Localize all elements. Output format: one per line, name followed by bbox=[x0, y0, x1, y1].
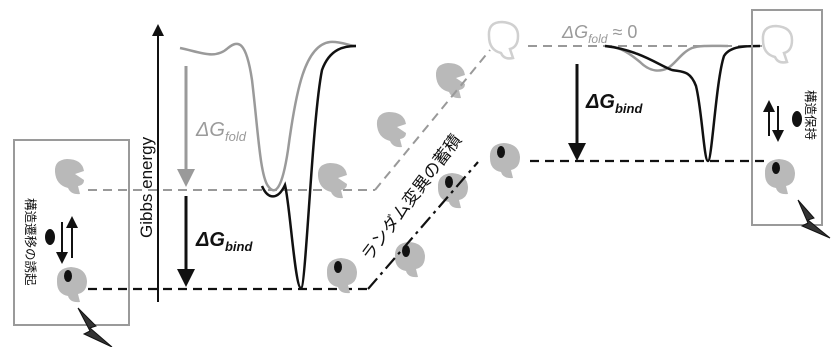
gibbs-energy-label: Gibbs energy bbox=[137, 136, 156, 238]
ligand-right bbox=[792, 111, 802, 127]
left-state-box bbox=[13, 139, 130, 326]
landscape-curve-gray-left bbox=[179, 40, 357, 192]
left-box-text: 構造遷移の誘起 bbox=[23, 198, 38, 286]
protein-unfolded-box-right bbox=[761, 24, 794, 64]
delta-g-fold-label-right: ΔGfold ≈ 0 bbox=[561, 22, 637, 46]
protein-unbound-level-2 bbox=[376, 112, 406, 148]
protein-unbound-level-3 bbox=[435, 63, 465, 99]
protein-unfolded-right bbox=[487, 20, 520, 60]
protein-bound-left bbox=[56, 267, 87, 303]
protein-bound-box-right bbox=[764, 159, 795, 195]
delta-g-bind-label-left: ΔGbind bbox=[195, 229, 253, 254]
unbound-slope bbox=[374, 49, 491, 191]
protein-bound-level-1 bbox=[326, 258, 357, 294]
delta-g-fold-label-left: ΔGfold bbox=[195, 119, 247, 144]
landscape-curve-black-right bbox=[604, 44, 761, 163]
protein-bound-level-4 bbox=[489, 143, 520, 179]
bound-slope bbox=[367, 161, 479, 290]
protein-unbound-level-1 bbox=[317, 163, 347, 199]
right-state-box bbox=[751, 9, 823, 226]
delta-g-bind-label-right: ΔGbind bbox=[585, 91, 643, 116]
right-box-text: 構造保持 bbox=[803, 90, 818, 140]
protein-bound-level-2 bbox=[394, 242, 425, 278]
lightning-icon-left bbox=[77, 307, 113, 347]
ligand-left bbox=[45, 229, 55, 245]
lightning-icon-right bbox=[797, 199, 831, 239]
landscape-curve-black-left bbox=[260, 44, 357, 290]
protein-unbound-left bbox=[54, 159, 84, 195]
